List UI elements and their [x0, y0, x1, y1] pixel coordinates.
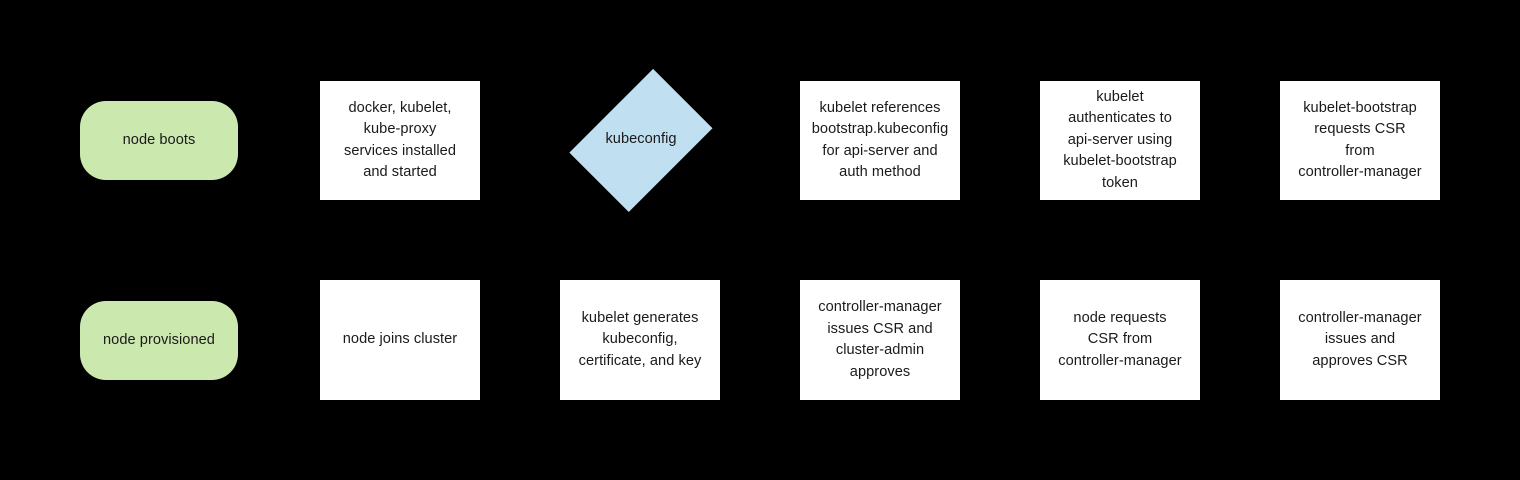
node-label-controller-manager-issues-csr: controller-manager issues CSR and cluste… — [818, 299, 942, 380]
node-node-provisioned[interactable]: node provisioned — [80, 301, 238, 380]
node-kubelet-bootstrap-requests-csr[interactable]: kubelet-bootstrap requests CSR from cont… — [1280, 81, 1440, 200]
node-label-kubelet-bootstrap-requests-csr: kubelet-bootstrap requests CSR from cont… — [1298, 99, 1422, 181]
node-kubelet-generates-kubeconfig[interactable]: kubelet generates kubeconfig, certificat… — [560, 280, 720, 400]
node-label-node-requests-csr: node requests CSR from controller-manage… — [1058, 309, 1182, 369]
node-label-kubelet-references-bootstrap: kubelet references bootstrap.kubeconfig … — [811, 99, 949, 181]
node-label-kubelet-authenticates: kubelet authenticates to api-server usin… — [1063, 88, 1177, 191]
node-label-kubeconfig-decision: kubeconfig — [605, 131, 677, 148]
node-label-controller-manager-issues-approves: controller-manager issues and approves C… — [1298, 309, 1422, 369]
node-controller-manager-issues-approves[interactable]: controller-manager issues and approves C… — [1280, 280, 1440, 400]
node-node-joins-cluster[interactable]: node joins cluster — [320, 280, 480, 400]
node-kubelet-references-bootstrap[interactable]: kubelet references bootstrap.kubeconfig … — [800, 81, 960, 200]
node-controller-manager-issues-csr[interactable]: controller-manager issues CSR and cluste… — [800, 280, 960, 400]
node-label-kubelet-generates-kubeconfig: kubelet generates kubeconfig, certificat… — [578, 309, 702, 369]
node-node-requests-csr[interactable]: node requests CSR from controller-manage… — [1040, 280, 1200, 400]
node-label-node-joins-cluster: node joins cluster — [342, 331, 458, 348]
node-label-services-installed: docker, kubelet, kube-proxy services ins… — [343, 99, 457, 181]
node-label-node-boots: node boots — [122, 131, 196, 148]
node-label-node-provisioned: node provisioned — [103, 331, 215, 348]
node-services-installed[interactable]: docker, kubelet, kube-proxy services ins… — [320, 81, 480, 200]
node-node-boots[interactable]: node boots — [80, 101, 238, 180]
node-kubeconfig-decision[interactable]: kubeconfig — [562, 68, 720, 212]
node-kubelet-authenticates[interactable]: kubelet authenticates to api-server usin… — [1040, 81, 1200, 200]
